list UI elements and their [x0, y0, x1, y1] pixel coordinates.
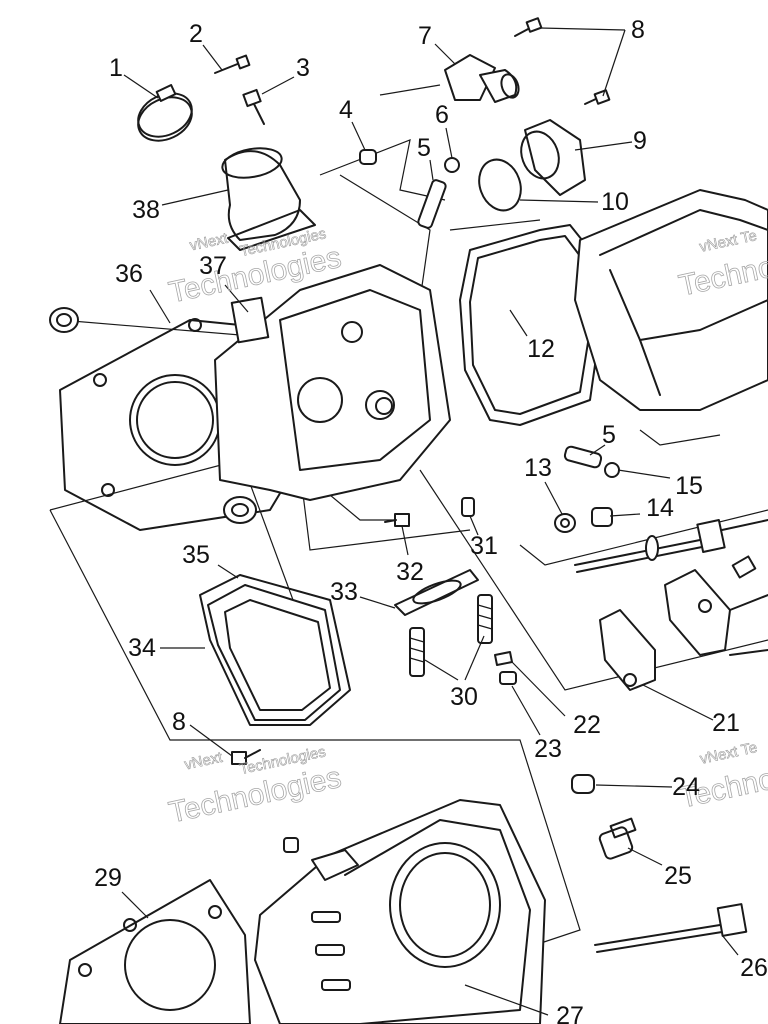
callout-12: 12 — [527, 335, 555, 363]
callout-21: 21 — [712, 709, 740, 737]
valve-cover-part — [574, 189, 768, 411]
bolt-part-8-lower — [231, 749, 261, 765]
callout-5-upper: 5 — [417, 134, 431, 162]
bolt-part-3 — [242, 88, 265, 125]
callout-27: 27 — [556, 1002, 584, 1024]
seal-part-15 — [604, 462, 620, 478]
callout-30: 30 — [450, 683, 478, 711]
head-bolt-part-upper — [574, 519, 768, 573]
dowel-part-4 — [359, 149, 377, 165]
callout-6: 6 — [435, 101, 449, 129]
valve-guide-part-lower — [563, 445, 603, 469]
watermark-bottom-left: vNext Technologies Technologies — [166, 743, 345, 830]
callout-34: 34 — [128, 634, 156, 662]
callout-36: 36 — [115, 260, 143, 288]
callout-33: 33 — [330, 578, 358, 606]
valve-guide-part — [417, 179, 447, 229]
cam-cover-gasket-part — [199, 574, 351, 726]
callout-9: 9 — [633, 127, 647, 155]
callout-26: 26 — [740, 954, 768, 982]
seal-ring-part-left — [49, 307, 79, 333]
intake-boot-part — [221, 147, 316, 251]
thermostat-housing-part — [520, 119, 586, 196]
callout-8-lower: 8 — [172, 708, 186, 736]
callout-5-lower: 5 — [602, 421, 616, 449]
keeper-part-22 — [494, 651, 513, 666]
callout-24: 24 — [672, 773, 700, 801]
callout-23: 23 — [534, 735, 562, 763]
cylinder-bolt-part — [594, 903, 748, 953]
bolt-part-2 — [214, 54, 251, 74]
callout-29: 29 — [94, 864, 122, 892]
callout-3: 3 — [296, 54, 310, 82]
water-outlet-elbow-part — [444, 54, 520, 103]
callout-labels: 1 2 3 4 5 6 7 8 9 10 12 36 37 38 5 13 15… — [94, 16, 768, 1024]
svg-text:vNext: vNext — [183, 749, 225, 774]
callout-32: 32 — [396, 558, 424, 586]
valve-cover-gasket-part — [459, 224, 601, 426]
valve-spring-part-right — [477, 594, 493, 644]
washer-part-13 — [554, 513, 576, 533]
plug-part-14 — [591, 507, 613, 527]
callout-25: 25 — [664, 862, 692, 890]
base-gasket-part — [59, 879, 251, 1024]
bolt-part-8-upper — [514, 17, 611, 105]
leader-lines — [121, 27, 739, 1016]
callout-35: 35 — [182, 541, 210, 569]
callout-37: 37 — [199, 252, 227, 280]
callout-38: 38 — [132, 196, 160, 224]
callout-4: 4 — [339, 96, 353, 124]
hose-clamp-part — [137, 84, 193, 142]
svg-text:vNext Te: vNext Te — [698, 739, 758, 768]
callout-15: 15 — [675, 472, 703, 500]
fitting-part-25 — [598, 817, 637, 860]
dowel-part-24 — [571, 774, 595, 794]
cam-cover-part — [207, 584, 341, 721]
callout-31: 31 — [470, 532, 498, 560]
callout-13: 13 — [524, 454, 552, 482]
o-ring-part-10 — [478, 158, 522, 212]
callout-8-upper: 8 — [631, 16, 645, 44]
seal-part-6 — [444, 157, 460, 173]
cylinder-head-part — [214, 264, 451, 501]
callout-1: 1 — [109, 54, 123, 82]
retainer-part-23 — [499, 671, 517, 685]
callout-10: 10 — [601, 188, 629, 216]
callout-14: 14 — [646, 494, 674, 522]
seal-ring-part-lower — [223, 496, 257, 524]
callout-7: 7 — [418, 22, 432, 50]
svg-text:vNext: vNext — [188, 230, 230, 255]
rocker-arm-part — [599, 555, 768, 691]
callout-2: 2 — [189, 20, 203, 48]
callout-22: 22 — [573, 711, 601, 739]
valve-spring-part-left — [409, 627, 425, 677]
gasket-plate-part — [394, 569, 479, 616]
dowel-part-31 — [461, 497, 475, 517]
cylinder-block-part — [254, 799, 546, 1024]
